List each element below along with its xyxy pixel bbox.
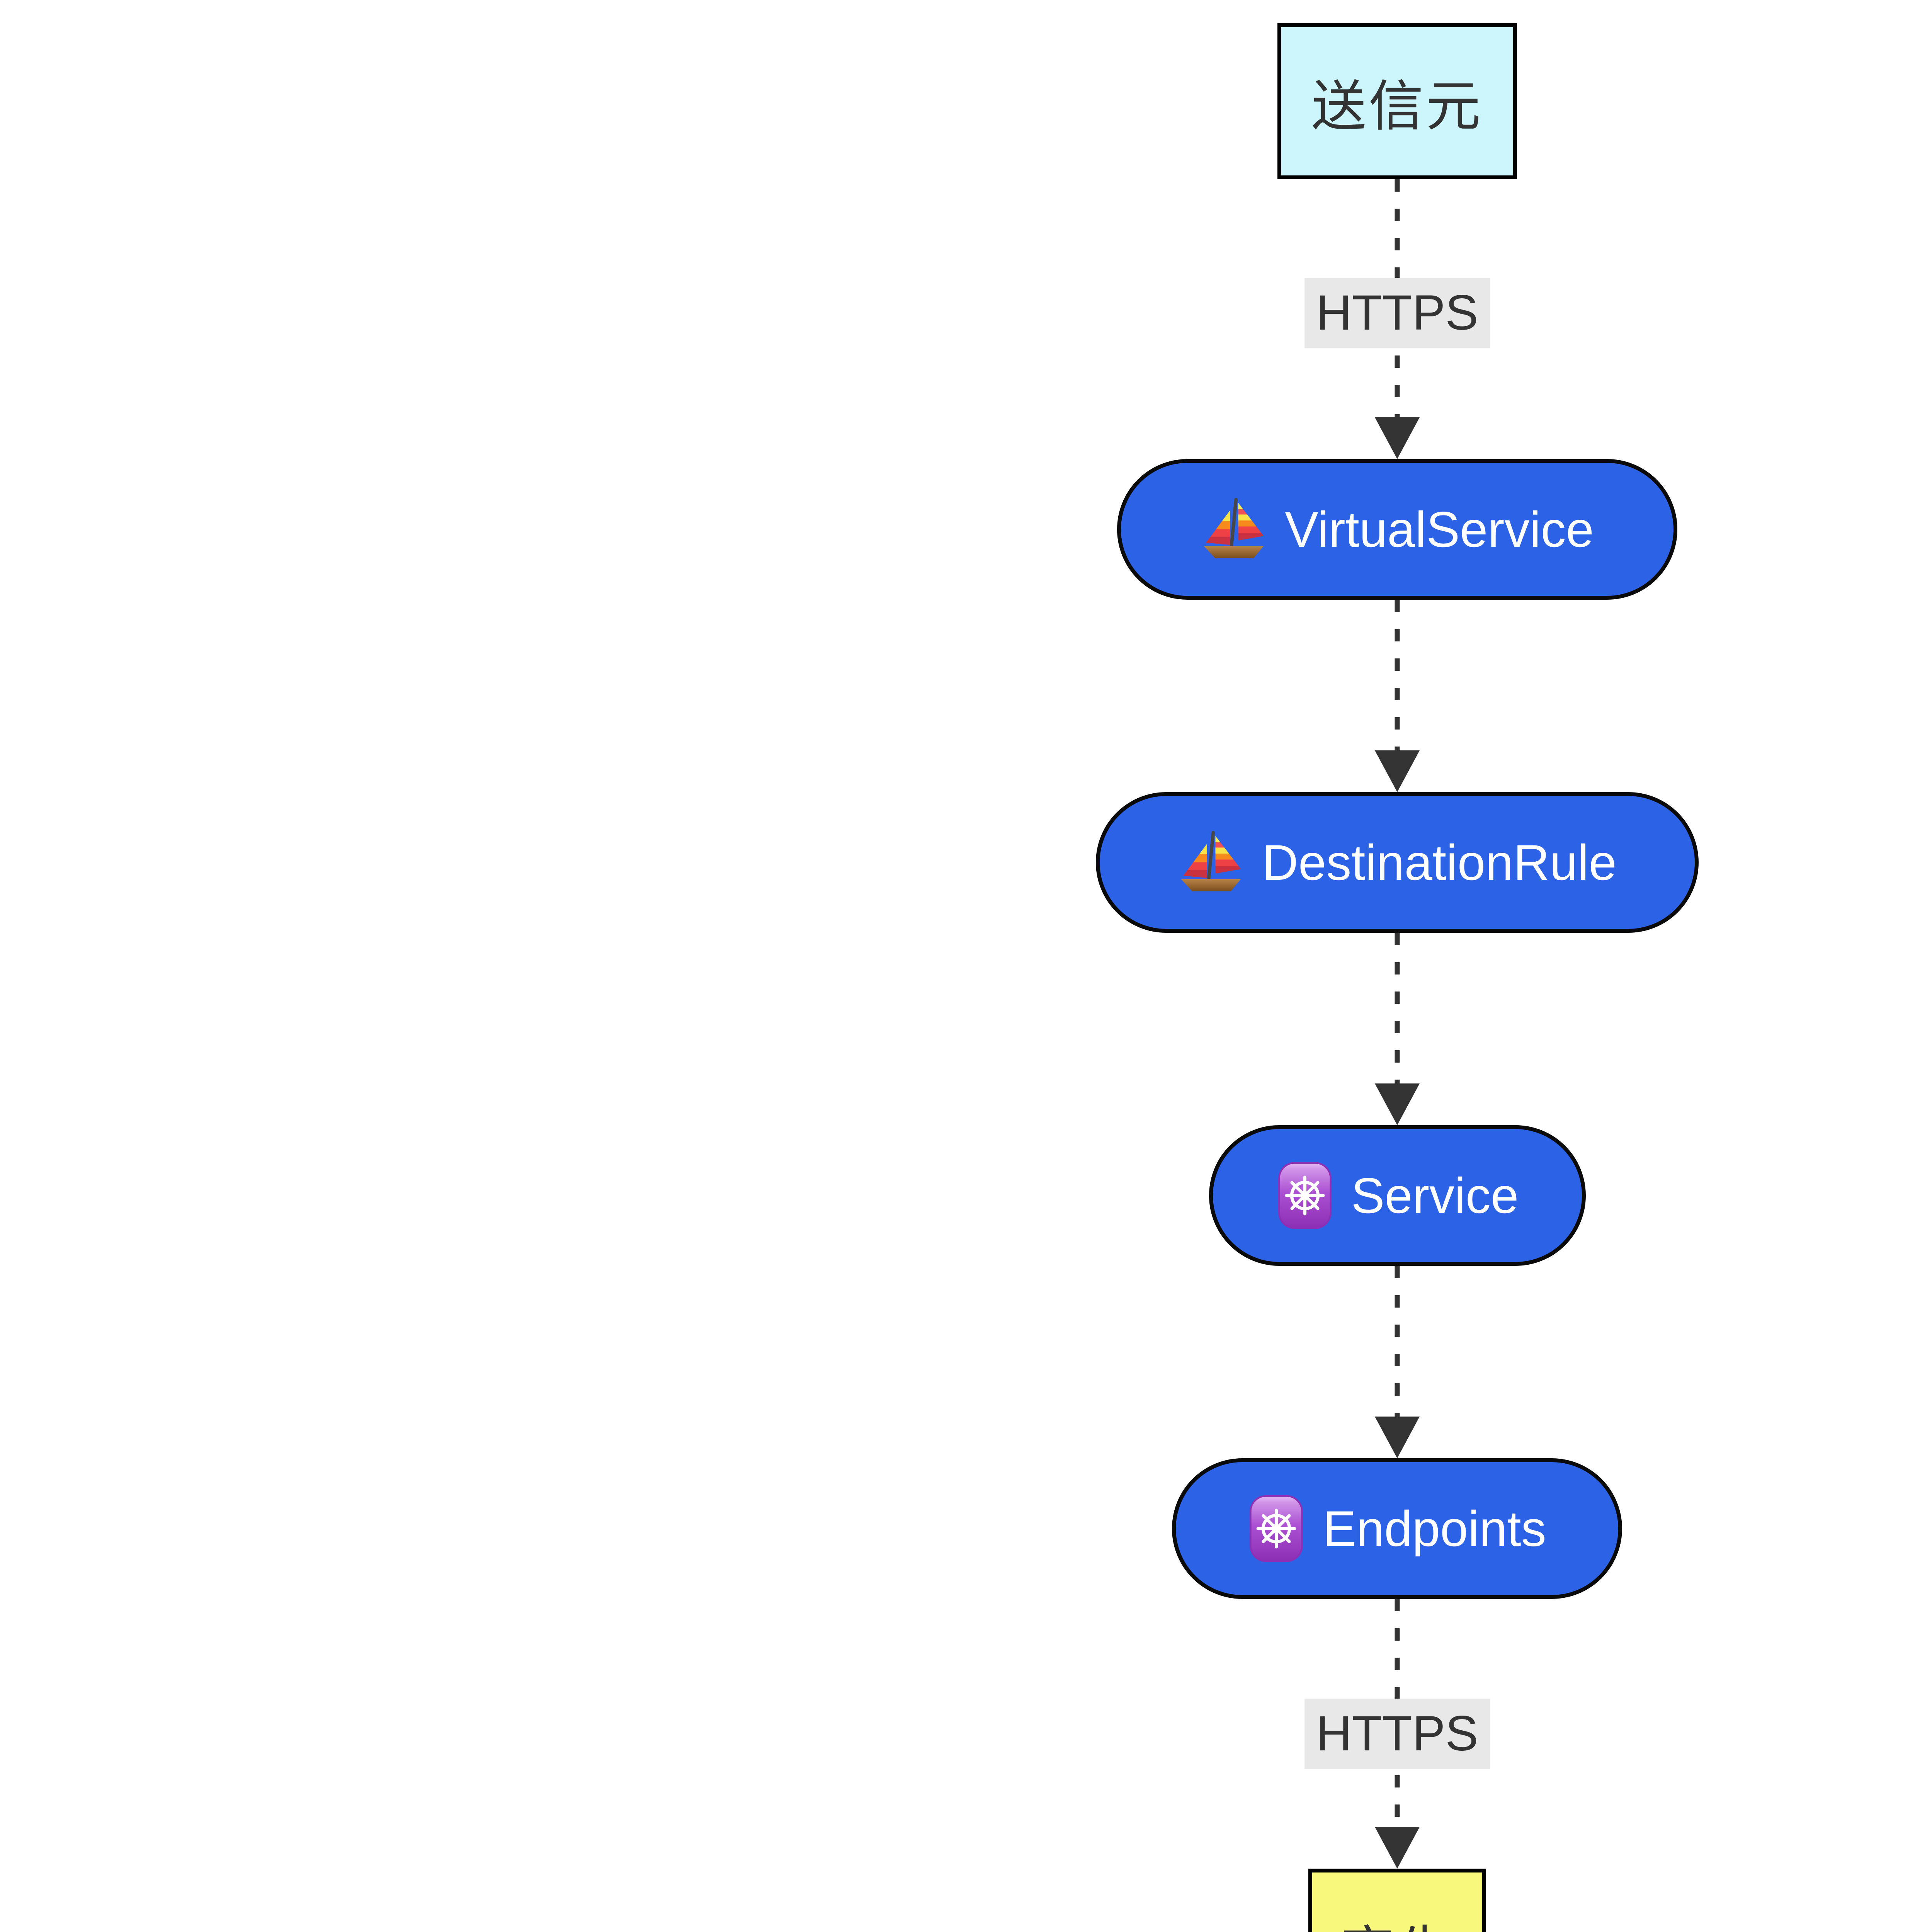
edge-label-https-top: HTTPS: [1304, 278, 1490, 348]
node-source: 送信元: [1277, 23, 1517, 179]
istio-sailboat-icon: [1201, 496, 1267, 563]
edge-service-endpoints: [1375, 1266, 1420, 1458]
node-virtualservice-label: VirtualService: [1285, 501, 1594, 558]
edge-endpoints-destination: [1375, 1599, 1420, 1869]
node-destination-label: 宛先: [1340, 1907, 1454, 1932]
node-service-label: Service: [1351, 1167, 1519, 1224]
kubernetes-wheel-icon: [1276, 1160, 1333, 1231]
node-endpoints: Endpoints: [1172, 1458, 1622, 1599]
edge-destinationrule-service: [1375, 933, 1420, 1125]
node-virtualservice: VirtualService: [1117, 459, 1677, 600]
istio-sailboat-icon: [1178, 829, 1244, 896]
edge-virtualservice-destinationrule: [1375, 600, 1420, 792]
node-destinationrule: DestinationRule: [1096, 792, 1699, 933]
node-destination: 宛先: [1308, 1869, 1486, 1932]
kubernetes-wheel-icon: [1248, 1493, 1305, 1564]
node-endpoints-label: Endpoints: [1323, 1500, 1546, 1557]
node-source-label: 送信元: [1311, 76, 1483, 137]
node-service: Service: [1209, 1125, 1586, 1266]
node-destinationrule-label: DestinationRule: [1262, 834, 1617, 891]
edge-label-https-bottom: HTTPS: [1304, 1699, 1490, 1769]
